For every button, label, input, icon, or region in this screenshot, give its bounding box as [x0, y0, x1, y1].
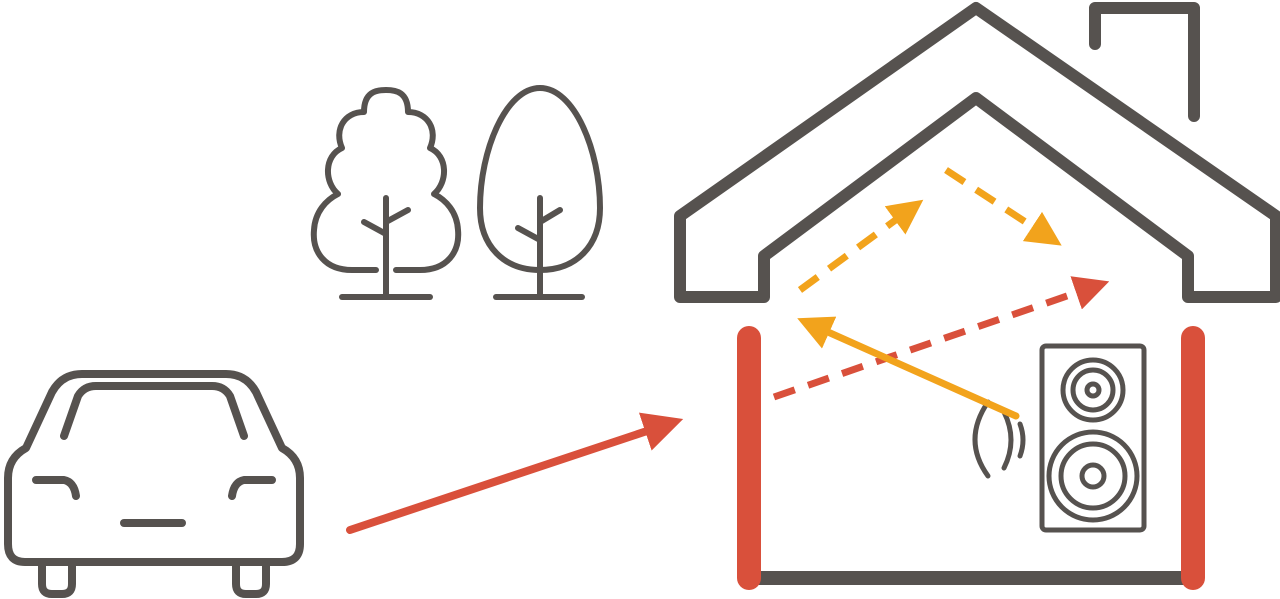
- house-chimney: [1089, 2, 1200, 122]
- speaker-woofer-mid: [1058, 441, 1128, 511]
- traffic-noise-arrow: [346, 412, 684, 534]
- speaker-icon: [1039, 343, 1147, 533]
- speaker-tweeter-mid: [1070, 367, 1116, 413]
- sound-wave-outer: [972, 399, 991, 479]
- car-icon: [4, 370, 304, 598]
- sound-waves-icon: [972, 399, 1026, 479]
- speaker-sound-arrow: [797, 316, 1020, 420]
- tree-trunk: [361, 195, 411, 299]
- speaker-woofer-cap: [1079, 462, 1107, 490]
- tree-trunk: [515, 195, 563, 299]
- speaker-woofer-outer: [1046, 429, 1140, 523]
- speaker-cabinet: [1039, 343, 1147, 533]
- tree-icon-round: [310, 87, 462, 300]
- reflection-arrow-down: [944, 167, 1062, 246]
- car-windshield: [60, 382, 248, 440]
- car-wheel-left: [38, 562, 76, 598]
- car-wheel-right: [232, 562, 270, 598]
- tree-icon-oval: [477, 85, 603, 300]
- tree-crown-oval: [477, 85, 603, 273]
- car-headlight-right: [228, 476, 276, 500]
- tree-crown-bushy: [310, 87, 462, 273]
- sound-wave-middle: [1001, 409, 1014, 471]
- house-icon: [674, 2, 1280, 590]
- car-body: [4, 370, 304, 566]
- house-roof: [674, 2, 1280, 303]
- sound-wave-inner: [1017, 421, 1026, 459]
- car-headlight-left: [32, 476, 80, 500]
- transmitted-noise-arrow: [772, 276, 1110, 401]
- speaker-tweeter-outer: [1060, 357, 1126, 423]
- reflection-arrow-up: [797, 199, 924, 293]
- speaker-tweeter-cap: [1084, 381, 1102, 399]
